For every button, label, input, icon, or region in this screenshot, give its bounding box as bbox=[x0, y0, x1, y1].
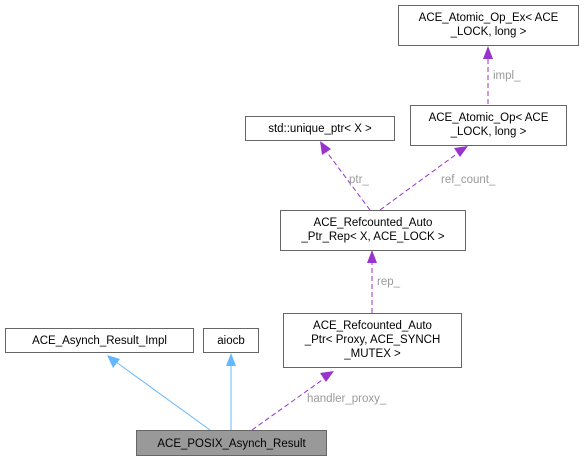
svg-text:aiocb: aiocb bbox=[217, 335, 245, 347]
svg-text:ACE_Asynch_Result_Impl: ACE_Asynch_Result_Impl bbox=[32, 335, 167, 347]
edge-inherit-asynch-result-impl bbox=[107, 355, 211, 431]
edge-inherit-aiocb bbox=[226, 353, 236, 430]
svg-text:_LOCK, long >: _LOCK, long > bbox=[450, 126, 527, 138]
edge-label-impl: impl_ bbox=[493, 70, 521, 82]
svg-text:ACE_Atomic_Op< ACE: ACE_Atomic_Op< ACE bbox=[429, 112, 549, 124]
svg-text:ACE_Refcounted_Auto: ACE_Refcounted_Auto bbox=[314, 217, 433, 229]
svg-text:std::unique_ptr< X >: std::unique_ptr< X > bbox=[268, 123, 372, 135]
node-refcounted-ptr[interactable]: ACE_Refcounted_Auto _Ptr< Proxy, ACE_SYN… bbox=[283, 313, 462, 368]
svg-text:ACE_Atomic_Op_Ex< ACE: ACE_Atomic_Op_Ex< ACE bbox=[419, 12, 559, 24]
svg-text:ACE_Refcounted_Auto: ACE_Refcounted_Auto bbox=[313, 320, 432, 332]
edge-label-ptr: ptr_ bbox=[349, 174, 369, 186]
svg-text:_Ptr_Rep< X, ACE_LOCK >: _Ptr_Rep< X, ACE_LOCK > bbox=[300, 231, 444, 243]
node-posix-asynch-result[interactable]: ACE_POSIX_Asynch_Result bbox=[136, 430, 327, 456]
edge-label-rep: rep_ bbox=[377, 276, 401, 288]
edge-label-handler-proxy: handler_proxy_ bbox=[307, 393, 387, 405]
node-refcounted-rep[interactable]: ACE_Refcounted_Auto _Ptr_Rep< X, ACE_LOC… bbox=[280, 210, 466, 251]
edge-ptr: ptr_ bbox=[320, 141, 371, 211]
svg-text:_LOCK, long >: _LOCK, long > bbox=[450, 26, 527, 38]
svg-text:_MUTEX >: _MUTEX > bbox=[343, 348, 401, 360]
svg-text:ACE_POSIX_Asynch_Result: ACE_POSIX_Asynch_Result bbox=[157, 438, 306, 450]
edge-impl: impl_ bbox=[483, 46, 521, 104]
node-atomic-op[interactable]: ACE_Atomic_Op< ACE _LOCK, long > bbox=[410, 105, 567, 146]
node-atomic-op-ex[interactable]: ACE_Atomic_Op_Ex< ACE _LOCK, long > bbox=[398, 5, 579, 46]
edge-label-ref-count: ref_count_ bbox=[441, 174, 496, 186]
node-aiocb[interactable]: aiocb bbox=[203, 328, 259, 353]
edge-rep: rep_ bbox=[367, 250, 401, 313]
node-asynch-result-impl[interactable]: ACE_Asynch_Result_Impl bbox=[5, 328, 194, 353]
edge-ref-count: ref_count_ bbox=[379, 146, 496, 211]
svg-text:_Ptr< Proxy, ACE_SYNCH: _Ptr< Proxy, ACE_SYNCH bbox=[304, 334, 441, 346]
node-unique-ptr[interactable]: std::unique_ptr< X > bbox=[245, 116, 395, 141]
edge-handler-proxy: handler_proxy_ bbox=[251, 371, 387, 431]
